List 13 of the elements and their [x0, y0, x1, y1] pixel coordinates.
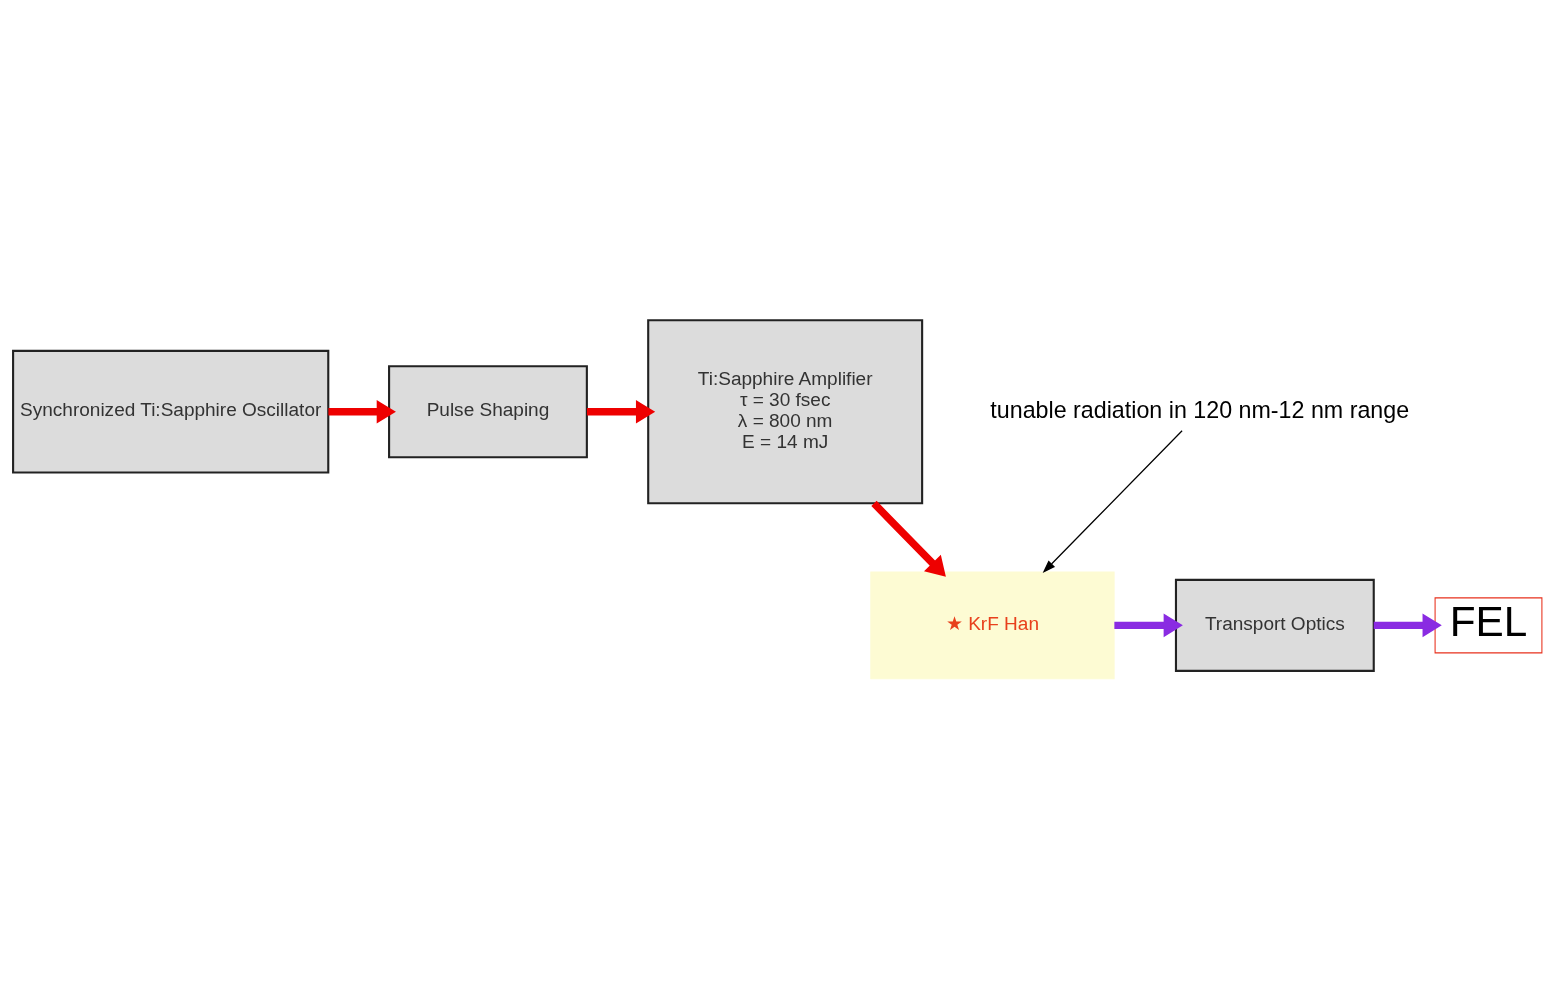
- arrow: [871, 500, 946, 577]
- node-box: Synchronized Ti:Sapphire Oscillator: [12, 349, 330, 474]
- arrow: [586, 399, 656, 423]
- node-box: Transport Optics: [1174, 578, 1375, 672]
- node-box: FEL: [1434, 596, 1543, 653]
- node-box: Pulse Shaping: [388, 364, 588, 458]
- arrow: [328, 399, 396, 423]
- node-box: ★ KrF Han: [870, 570, 1115, 679]
- node-box: Ti:Sapphire Amplifier τ = 30 fsec λ = 800 nm E = 14 mJ: [647, 318, 924, 504]
- arrow: [1114, 613, 1183, 637]
- node-text: tunable radiation in 120 nm-12 nm range: [990, 396, 1410, 423]
- arrow: [1373, 613, 1442, 637]
- arrow: [1042, 429, 1183, 573]
